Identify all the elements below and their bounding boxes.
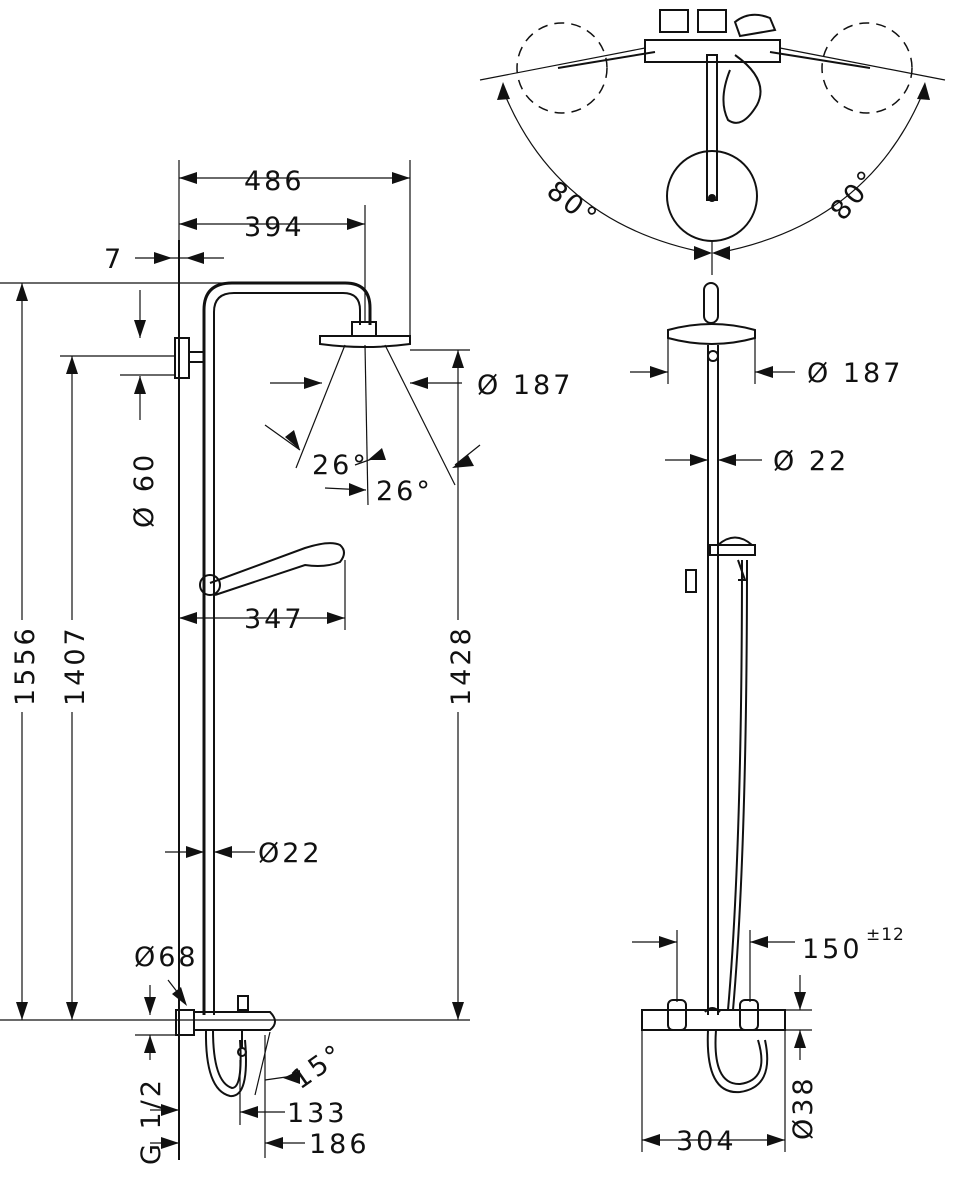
dim-486: 486 [244, 166, 305, 197]
dim-1407: 1407 [60, 625, 91, 706]
dim-thread: G 1/2 [136, 1077, 167, 1165]
dim-angle-80-left: 80° [541, 175, 605, 234]
dim-347: 347 [244, 604, 305, 635]
side-view: 486 394 7 Ø 60 Ø 187 26° 26° [0, 160, 573, 1165]
dim-angle-80-right: 80° [825, 163, 885, 226]
swivel-circle-right [821, 22, 913, 114]
swivel-circle-left [516, 22, 608, 114]
dim-diam-187-side: Ø 187 [477, 370, 573, 401]
hand-shower [209, 542, 345, 596]
hand-shower-front [709, 544, 756, 556]
dim-133: 133 [287, 1098, 348, 1129]
dim-tolerance: ±12 [866, 925, 905, 945]
dim-186: 186 [309, 1129, 370, 1160]
dim-diam-187-front: Ø 187 [807, 358, 903, 389]
riser-pipe [202, 281, 372, 1015]
dim-diam-38: Ø38 [788, 1075, 819, 1140]
mixer-front [641, 1009, 786, 1031]
dim-150: 150 [802, 934, 863, 965]
dim-angle-26-left: 26° [312, 450, 369, 481]
dim-angle-26-right: 26° [376, 476, 433, 507]
head-shower [319, 335, 411, 348]
top-view: 80° 80° [479, 9, 946, 275]
dim-diam-22-side: Ø22 [258, 838, 323, 869]
dim-diam-68: Ø68 [134, 942, 199, 973]
dim-304: 304 [676, 1126, 737, 1157]
dim-diam-22-front: Ø 22 [773, 446, 849, 477]
dim-394: 394 [244, 212, 305, 243]
hose-front [706, 1029, 769, 1094]
dim-angle-15: 15° [286, 1038, 350, 1096]
dim-1428: 1428 [446, 625, 477, 706]
handshower-holder [199, 574, 221, 596]
hose [204, 1029, 247, 1098]
dim-diam-60: Ø 60 [129, 452, 160, 528]
head-shower-front [703, 282, 719, 324]
dim-7: 7 [104, 244, 124, 275]
dim-1556: 1556 [10, 625, 41, 706]
front-view: Ø 187 Ø 22 150 ±12 Ø38 304 [630, 282, 905, 1157]
wall-bracket [174, 337, 190, 379]
